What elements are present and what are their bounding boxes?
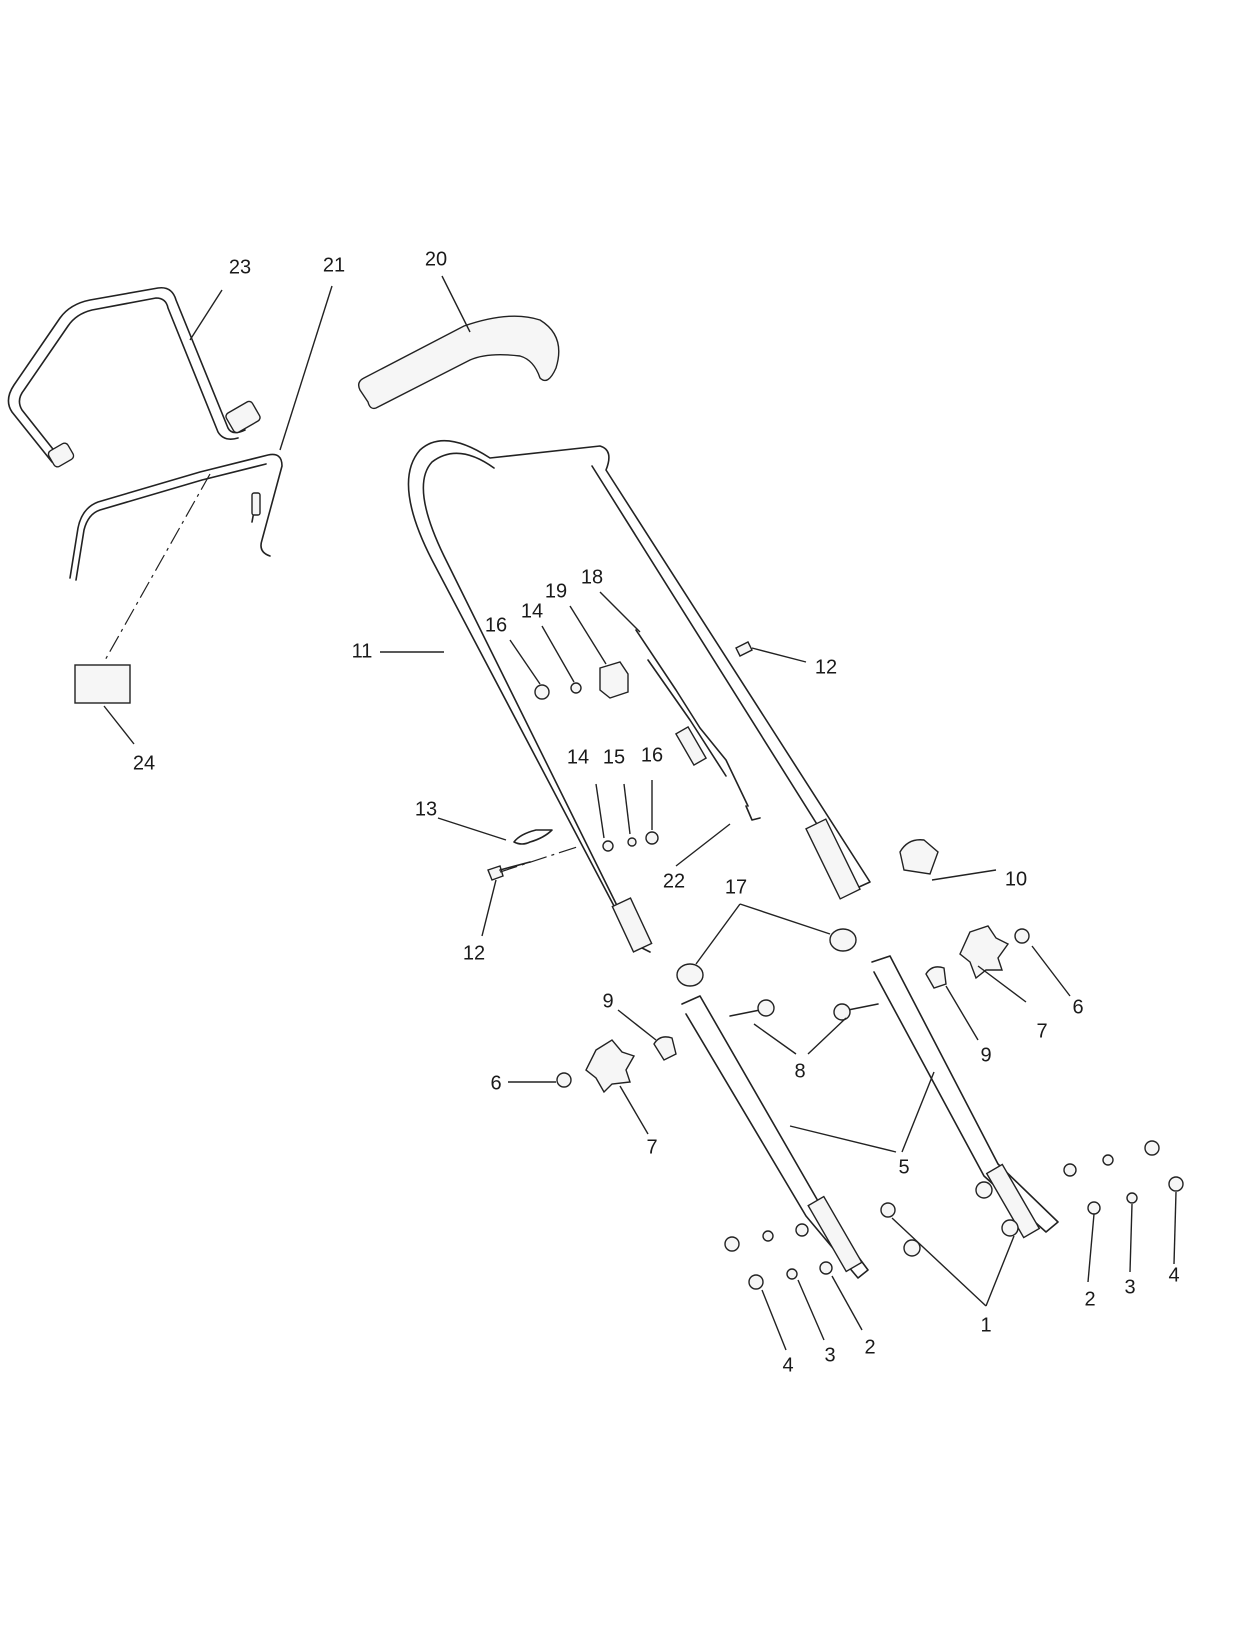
- callout-6-right: 6: [1072, 996, 1083, 1018]
- callout-10: 10: [1005, 868, 1027, 890]
- callout-2-right: 2: [1084, 1288, 1095, 1310]
- callout-4-right: 4: [1168, 1264, 1179, 1286]
- part-4-nut-left-b: [748, 1274, 764, 1290]
- part-2-washer-left-a: [795, 1223, 809, 1237]
- part-6-nut-right: [1014, 928, 1030, 944]
- part-6-nut-left: [556, 1072, 572, 1088]
- callout-16-upper: 16: [485, 614, 507, 636]
- callout-17: 17: [725, 876, 747, 898]
- part-18-22-cable: [635, 629, 761, 821]
- decal-locator-line: [103, 473, 211, 663]
- callout-7-left: 7: [646, 1136, 657, 1158]
- callout-4-left: 4: [782, 1354, 793, 1376]
- part-1-bolt-b: [903, 1239, 921, 1257]
- part-3-lockwasher-left-a: [762, 1230, 774, 1242]
- callout-12-upper: 12: [815, 656, 837, 678]
- callout-18: 18: [581, 566, 603, 588]
- callout-22: 22: [663, 870, 685, 892]
- callout-6-left: 6: [490, 1072, 501, 1094]
- callout-21: 21: [323, 254, 345, 276]
- part-3-lockwasher-right-a: [1102, 1154, 1114, 1166]
- callout-24: 24: [133, 752, 155, 774]
- part-9-clamp-left: [653, 1036, 677, 1061]
- part-19-clip: [599, 661, 629, 699]
- callout-15: 15: [603, 746, 625, 768]
- part-3-lockwasher-right-b: [1126, 1192, 1138, 1204]
- part-7-knob-right: [959, 925, 1010, 980]
- part-1-bolt-d: [1001, 1219, 1019, 1237]
- callout-16-lower: 16: [641, 744, 663, 766]
- part-23-bail: [7, 286, 261, 468]
- callout-labels: 23 21 20 11 24 16 14 19 18 12 13 14 15 1…: [133, 248, 1180, 1376]
- leader-lines: [103, 275, 1177, 1351]
- part-14-washer-lower: [602, 840, 614, 852]
- callout-8: 8: [794, 1060, 805, 1082]
- part-16-nut-upper: [534, 684, 550, 700]
- part-1-bolt-a: [880, 1202, 896, 1218]
- part-11-upper-handle: [407, 439, 871, 953]
- callout-14-upper: 14: [521, 600, 543, 622]
- callout-3-left: 3: [824, 1344, 835, 1366]
- part-5-lower-handle-left: [681, 995, 869, 1279]
- callout-1: 1: [980, 1314, 991, 1336]
- part-2-washer-right-a: [1063, 1163, 1077, 1177]
- part-5-lower-handle-right: [871, 955, 1059, 1239]
- part-16-nut-lower: [645, 831, 659, 845]
- callout-11: 11: [352, 640, 373, 662]
- part-21-control-rod: [69, 453, 283, 581]
- callout-14-lower: 14: [567, 746, 589, 768]
- part-4-nut-right-a: [1144, 1140, 1160, 1156]
- part-3-lockwasher-left-b: [786, 1268, 798, 1280]
- part-9-clamp-right: [925, 966, 947, 989]
- part-12-bolt-lower: [487, 865, 504, 881]
- callout-23: 23: [229, 256, 251, 278]
- part-15-spacer: [627, 837, 637, 847]
- part-20-grip: [357, 315, 560, 410]
- part-12-bolt-upper: [735, 641, 753, 657]
- part-2-washer-left-b: [819, 1261, 833, 1275]
- callout-12-lower: 12: [463, 942, 485, 964]
- part-4-nut-left-a: [724, 1236, 740, 1252]
- callout-13: 13: [415, 798, 437, 820]
- callout-5: 5: [898, 1156, 909, 1178]
- part-17-plug-right: [829, 928, 857, 952]
- callout-3-right: 3: [1124, 1276, 1135, 1298]
- part-17-plug-left: [676, 963, 704, 987]
- part-14-washer-upper: [570, 682, 582, 694]
- part-1-bolt-c: [975, 1181, 993, 1199]
- part-24-decal: [74, 664, 131, 704]
- callout-19: 19: [545, 580, 567, 602]
- part-8-bolts: [729, 999, 879, 1021]
- callout-9-left: 9: [602, 990, 613, 1012]
- part-2-washer-right-b: [1087, 1201, 1101, 1215]
- part-10-cable-guide: [899, 839, 939, 875]
- callout-7-right: 7: [1036, 1020, 1047, 1042]
- callout-9-right: 9: [980, 1044, 991, 1066]
- part-4-nut-right-b: [1168, 1176, 1184, 1192]
- callout-2-left: 2: [864, 1336, 875, 1358]
- callout-20: 20: [425, 248, 447, 270]
- part-13-hairpin: [513, 829, 553, 845]
- part-7-knob-left: [585, 1039, 636, 1094]
